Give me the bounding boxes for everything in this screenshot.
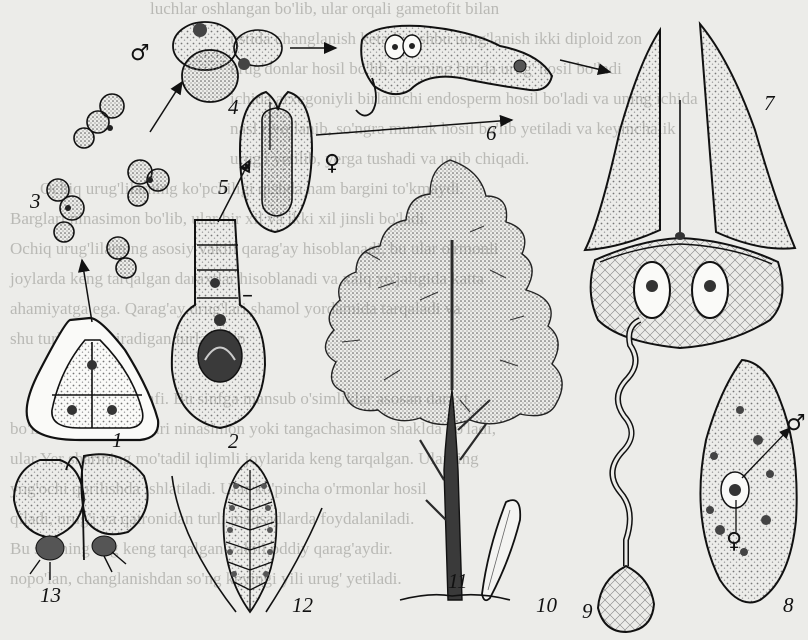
figure-number-4: 4 — [228, 95, 239, 119]
figure-10-winged-seed — [482, 500, 520, 600]
figure-12-cone-section — [172, 460, 322, 612]
figure-number-13: 13 — [40, 583, 61, 607]
dash-mark-fig2: – — [242, 283, 253, 308]
figure-11-pine-tree — [325, 160, 562, 600]
female-symbol-fig5: ♀ — [324, 151, 340, 176]
figure-8-fertilization — [700, 360, 796, 603]
figure-number-7: 7 — [764, 91, 776, 115]
female-symbol-fig8: ♀ — [726, 529, 742, 554]
figure-9-pollen-tube-spiral — [598, 320, 654, 632]
figure-number-6: 6 — [486, 121, 497, 145]
figure-3-pollen-grains — [47, 82, 182, 278]
figure-number-2: 2 — [228, 429, 239, 453]
figure-number-5: 5 — [218, 175, 229, 199]
figure-13-pollen-with-sacs — [14, 454, 148, 580]
figure-6-pollen-tube — [356, 26, 610, 116]
figure-number-8: 8 — [783, 593, 794, 617]
figure-number-9: 9 — [582, 599, 593, 623]
male-symbol-fig4: ♂ — [130, 41, 150, 66]
figure-number-10: 10 — [536, 593, 558, 617]
figure-number-11: 11 — [448, 569, 467, 593]
figure-1-pollen-mother-cell — [27, 260, 159, 440]
male-symbol-fig8: ♂ — [786, 411, 806, 436]
figure-4-winged-pollen — [173, 22, 336, 102]
figure-number-12: 12 — [292, 593, 314, 617]
figure-number-1: 1 — [112, 428, 123, 452]
figure-number-3: 3 — [29, 189, 41, 213]
figure-7-ovule-section-archegonia — [585, 24, 795, 348]
